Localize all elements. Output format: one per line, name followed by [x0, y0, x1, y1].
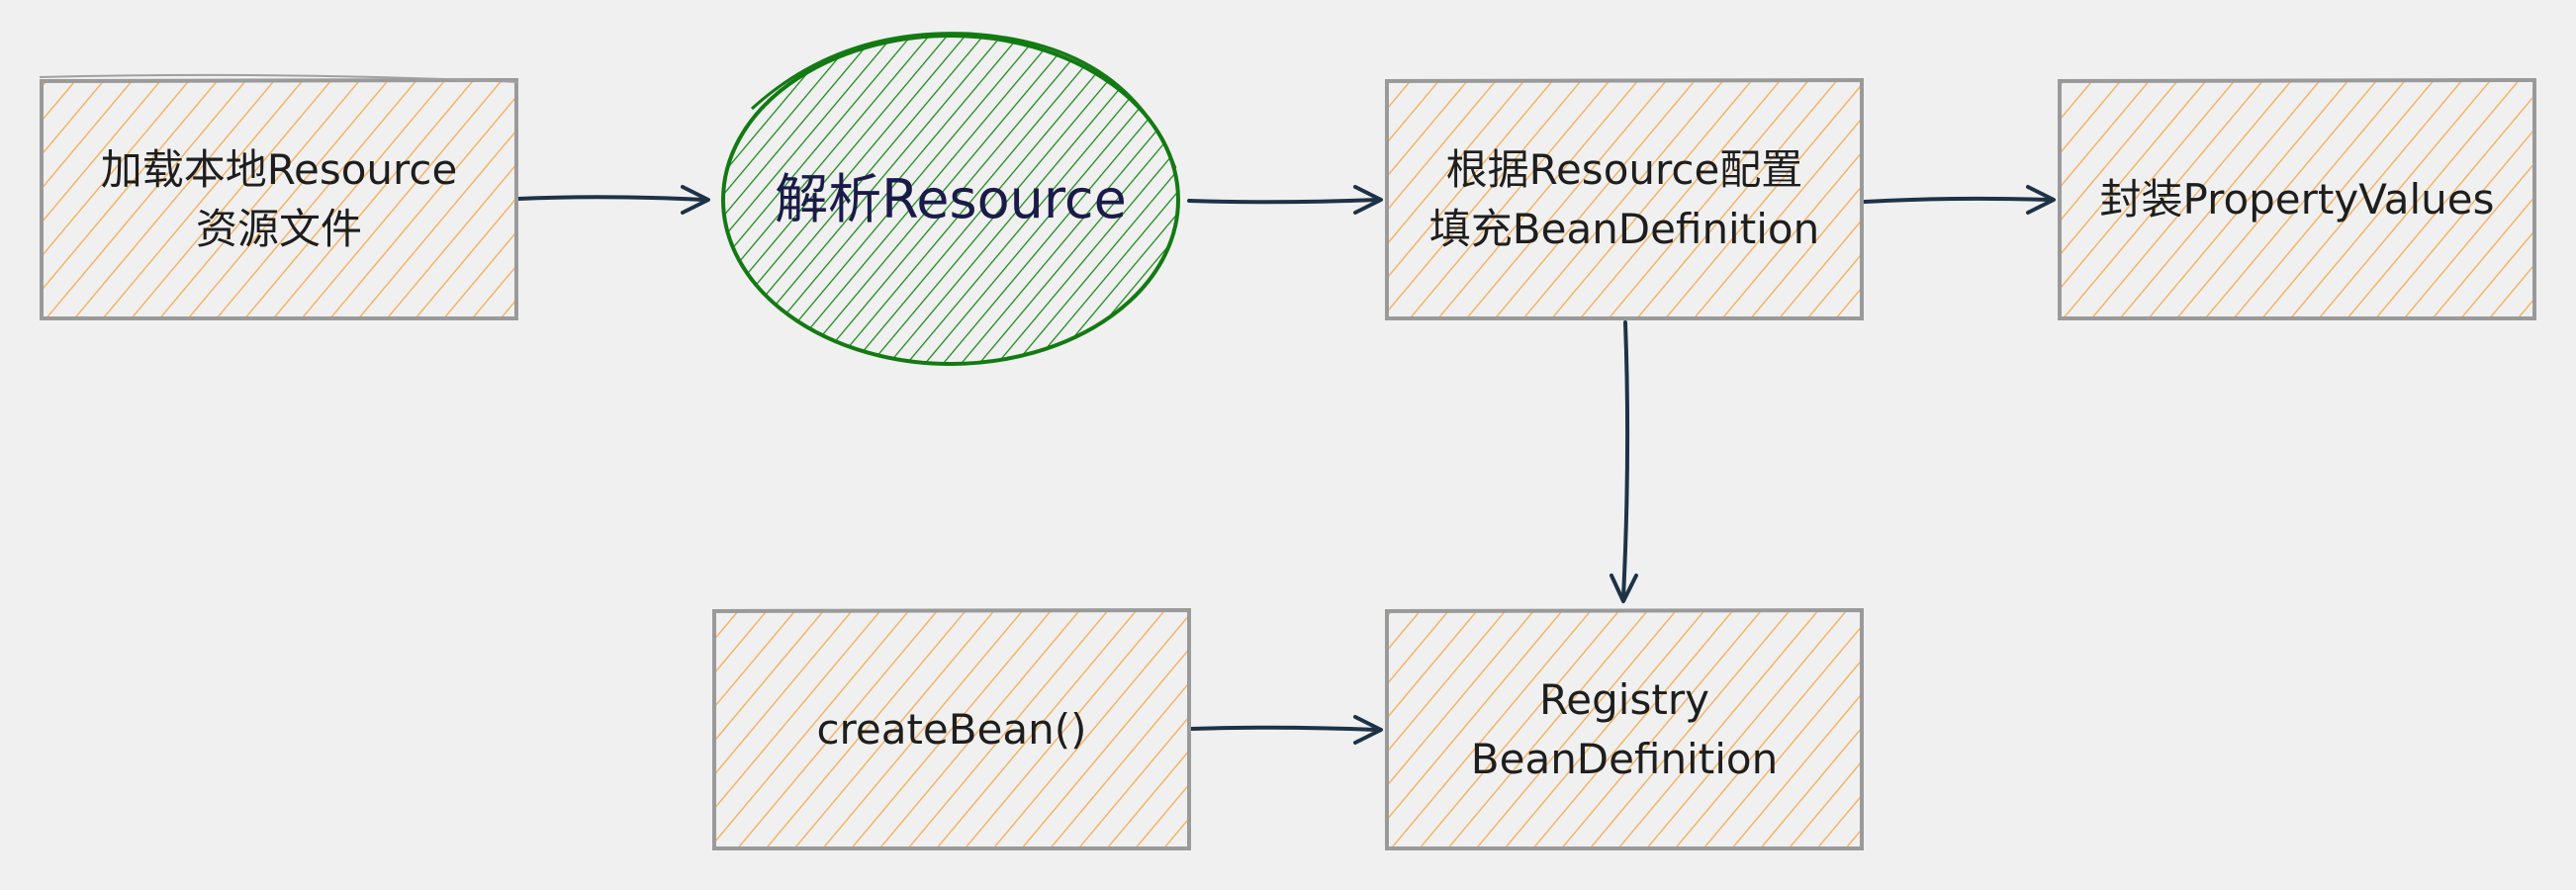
- label-fill-beandefinition: 根据Resource配置 填充BeanDefinition: [1387, 81, 1862, 318]
- label-load-resource: 加载本地Resource 资源文件: [42, 81, 516, 318]
- edge-fill-to-registry: [1610, 320, 1638, 603]
- node-parse-resource: [721, 32, 1180, 366]
- node-load-resource: [39, 73, 519, 320]
- label-line: 解析Resource: [775, 168, 1127, 230]
- label-line: BeanDefinition: [1470, 735, 1779, 783]
- node-create-bean: [712, 607, 1191, 850]
- edges: [516, 185, 2056, 745]
- edge-create-to-registry: [1189, 715, 1383, 745]
- label-line: Registry: [1539, 675, 1709, 724]
- label-line: 填充BeanDefinition: [1428, 205, 1820, 253]
- label-line: createBean(): [816, 705, 1087, 754]
- edge-parse-to-fill: [1187, 185, 1383, 215]
- label-line: 加载本地Resource: [100, 145, 458, 194]
- label-parse-resource: 解析Resource: [723, 140, 1178, 259]
- label-wrap-propertyvalues: 封装PropertyValues: [2060, 81, 2534, 318]
- edge-load-to-parse: [516, 185, 710, 215]
- label-line: 根据Resource配置: [1445, 145, 1803, 194]
- label-line: 封装PropertyValues: [2099, 175, 2495, 223]
- node-registry-beandefinition: [1385, 607, 1864, 850]
- label-registry-beandefinition: Registry BeanDefinition: [1387, 611, 1862, 848]
- node-fill-beandefinition: [1385, 77, 1864, 320]
- label-create-bean: createBean(): [714, 611, 1189, 848]
- label-line: 资源文件: [195, 205, 362, 253]
- node-wrap-propertyvalues: [2058, 77, 2536, 320]
- edge-fill-to-wrap: [1863, 185, 2056, 215]
